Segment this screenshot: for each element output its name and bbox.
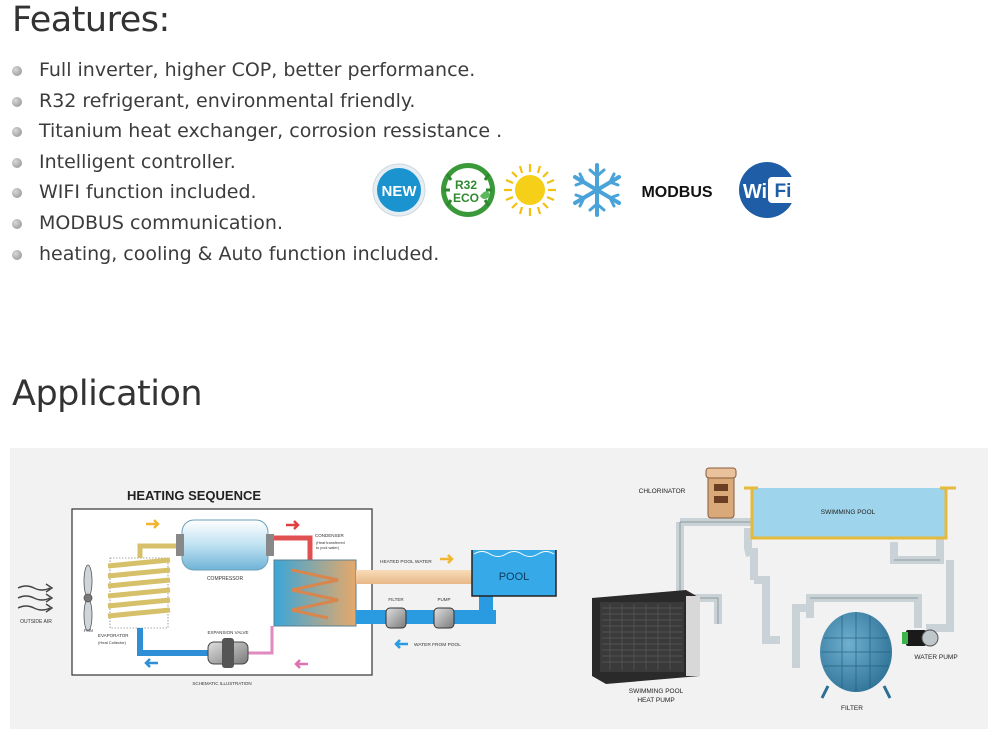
features-heading: Features: <box>12 0 170 40</box>
heating-sequence-diagram: HEATING SEQUENCE OUTSIDE AIR FAN EVAPORA… <box>17 488 557 686</box>
feature-item: WIFI function included. <box>12 177 502 208</box>
bullet-icon <box>12 127 22 138</box>
bullet-icon <box>12 249 22 260</box>
flow-arrow-icon <box>294 659 308 669</box>
water-pump-icon <box>902 629 939 647</box>
heat-pump-label-1: SWIMMING POOL <box>629 688 684 695</box>
feature-text: heating, cooling & Auto function include… <box>39 242 440 265</box>
swimming-pool-label: SWIMMING POOL <box>821 509 876 516</box>
expansion-valve-label: EXPANSION VALVE <box>207 630 248 635</box>
feature-item: Titanium heat exchanger, corrosion ressi… <box>12 116 502 147</box>
wifi-left-text: Wi <box>743 181 767 203</box>
bullet-icon <box>12 218 22 229</box>
compressor-label: COMPRESSOR <box>207 576 244 582</box>
schematic-label: SCHEMATIC ILLUSTRATION <box>192 681 251 686</box>
wifi-right-text: Fi <box>775 181 792 202</box>
new-badge-text: NEW <box>382 183 418 200</box>
fan-label: FAN <box>84 628 93 633</box>
feature-badges: NEW R32 ECO MODBUS Wi <box>372 162 798 218</box>
features-list: Full inverter, higher COP, better perfor… <box>12 55 502 269</box>
pump-unit-icon <box>433 607 455 629</box>
bullet-icon <box>12 96 22 107</box>
feature-text: R32 refrigerant, environmental friendly. <box>39 89 416 112</box>
feature-item: heating, cooling & Auto function include… <box>12 239 502 270</box>
feature-text: MODBUS communication. <box>39 211 283 234</box>
outside-air-arrows-icon <box>17 583 54 613</box>
water-from-pool-label: WATER FROM POOL <box>414 642 461 648</box>
expansion-valve-icon <box>207 638 249 668</box>
condenser <box>273 559 357 627</box>
feature-item: MODBUS communication. <box>12 208 502 239</box>
bullet-icon <box>12 188 22 199</box>
condenser-label: CONDENSER <box>315 533 345 538</box>
feature-item: Intelligent controller. <box>12 147 502 178</box>
modbus-logo-text: MODBUS <box>641 184 712 201</box>
flow-arrow-icon <box>440 554 454 564</box>
wifi-icon: Wi Fi <box>739 162 798 218</box>
compressor <box>176 519 274 571</box>
outside-air-label: OUTSIDE AIR <box>20 619 52 625</box>
feature-item: R32 refrigerant, environmental friendly. <box>12 86 502 117</box>
swimming-pool <box>744 486 956 540</box>
fan-icon <box>83 564 93 632</box>
installation-diagram: CHLORINATOR SWIMMING POOL SWIMMING POOL <box>592 467 958 712</box>
filter-label: FILTER <box>388 597 404 602</box>
flow-arrow-icon <box>146 519 160 529</box>
chlorinator-label: CHLORINATOR <box>639 488 686 495</box>
application-heading: Application <box>12 374 203 414</box>
condenser-note-1: (Heat transferred <box>316 541 345 545</box>
application-diagram: HEATING SEQUENCE OUTSIDE AIR FAN EVAPORA… <box>17 467 958 712</box>
heating-sequence-title: HEATING SEQUENCE <box>127 488 261 503</box>
heat-pump-label-2: HEAT PUMP <box>637 697 674 704</box>
bullet-icon <box>12 66 22 76</box>
flow-arrow-icon <box>394 639 408 649</box>
condenser-note-2: to pool water) <box>316 546 340 550</box>
snowflake-icon <box>573 163 621 217</box>
water-pump-label: WATER PUMP <box>914 654 957 661</box>
feature-text: WIFI function included. <box>39 181 257 204</box>
filter-tank <box>820 612 892 699</box>
pool-tank <box>471 550 557 597</box>
heated-water-label: HEATED POOL WATER <box>380 559 432 565</box>
evaporator-note: (Heat Collector) <box>98 640 127 645</box>
sun-icon <box>504 164 556 216</box>
flow-arrow-icon <box>286 520 300 530</box>
r32-eco-icon: R32 ECO <box>441 163 495 217</box>
heat-pump-unit <box>592 590 700 684</box>
evaporator-coil <box>107 557 171 629</box>
pump-label: PUMP <box>437 597 450 602</box>
pool-label: POOL <box>499 571 530 583</box>
new-badge-icon: NEW <box>372 163 426 217</box>
filter-install-label: FILTER <box>841 705 863 712</box>
eco-text: ECO <box>453 191 479 205</box>
feature-text: Titanium heat exchanger, corrosion ressi… <box>39 120 503 143</box>
filter-unit-icon <box>385 607 407 629</box>
application-diagram-panel: HEATING SEQUENCE OUTSIDE AIR FAN EVAPORA… <box>10 448 988 729</box>
feature-text: Intelligent controller. <box>39 150 236 173</box>
feature-text: Full inverter, higher COP, better perfor… <box>39 59 476 81</box>
r32-text: R32 <box>455 178 477 192</box>
flow-arrow-icon <box>144 658 158 668</box>
evaporator-label: EVAPORATOR <box>98 633 129 638</box>
feature-item: Full inverter, higher COP, better perfor… <box>12 55 502 86</box>
bullet-icon <box>12 157 22 168</box>
chlorinator <box>705 467 737 519</box>
